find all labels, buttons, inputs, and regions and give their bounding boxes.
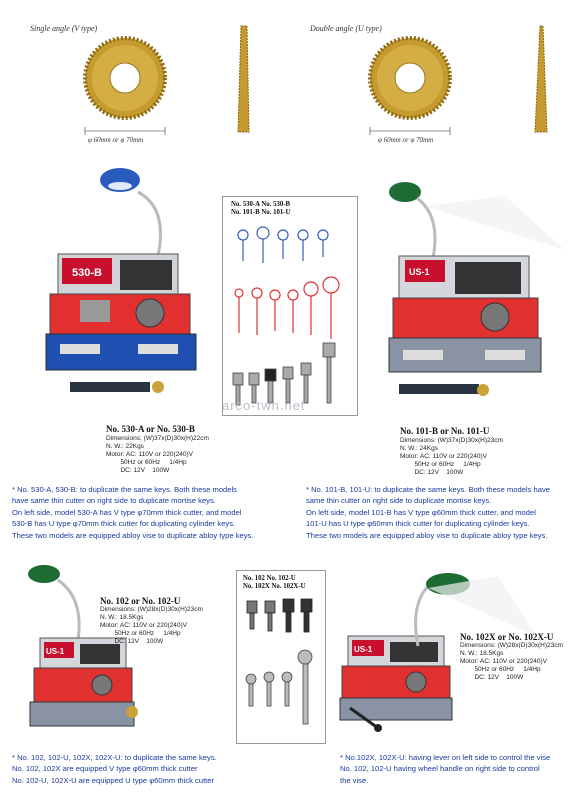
model-102-title: No. 102 or No. 102-U	[100, 596, 181, 606]
watermark: arco-twn.net	[222, 398, 306, 413]
model-102x-desc-line: the vise.	[340, 775, 369, 785]
model-102-desc-line: No. 102, 102X are equipped V type φ60mm …	[12, 764, 198, 774]
model-102x-title: No. 102X or No. 102X-U	[460, 632, 554, 642]
machine-530-label: 530-B	[72, 267, 102, 279]
cutter-v-image	[83, 36, 167, 135]
key-panel-530: No. 530-A No. 530-B No. 101-B No. 101-U	[222, 196, 358, 416]
cutter-v-caption: Single angle (V type)	[30, 24, 98, 33]
machine-101-image: US-1	[388, 182, 565, 396]
model-530-desc-line: These two models are equipped abloy vise…	[12, 530, 254, 540]
cutter-u-caption: Double angle (U type)	[310, 24, 382, 33]
machine-102x-label: US-1	[354, 645, 373, 654]
model-101-description: * No. 101-B, 101-U: to duplicate the sam…	[306, 484, 576, 541]
model-101-specs: Dimensions: (W)37x(D)30x(H)23cm N. W.: 2…	[400, 437, 503, 476]
key-panel-530-heading-2: No. 101-B No. 101-U	[231, 209, 291, 216]
model-101-desc-line: same thin cutter on right side to duplic…	[306, 496, 492, 506]
model-102-desc-line: * No. 102, 102-U, 102X, 102X-U: to dupli…	[12, 753, 217, 762]
model-102-description: * No. 102, 102-U, 102X, 102X-U: to dupli…	[12, 752, 282, 786]
machine-102-label: US-1	[46, 647, 65, 656]
machine-102x-image: US-1	[339, 635, 453, 732]
cutter-u-side-image	[534, 25, 548, 133]
model-101-desc-line: On left side, model 101-B has V type φ60…	[306, 507, 536, 517]
key-silhouettes-102	[245, 598, 313, 725]
model-102x-desc-line: * No.102X, 102X-U: having lever on left …	[340, 753, 551, 762]
cutter-u-dimension: φ 60mm or φ 70mm	[378, 136, 434, 144]
model-102x-desc-line: No. 102, 102-U having wheel handle on ri…	[340, 764, 540, 774]
model-530-description: * No. 530-A, 530-B: to duplicate the sam…	[12, 484, 292, 541]
model-530-desc-line: On left side, model 530-A has V type φ70…	[12, 507, 242, 517]
machine-530-image: 530-B	[45, 168, 197, 393]
key-panel-102-heading-1: No. 102 No. 102-U	[243, 575, 296, 582]
model-530-desc-line: 530-B has U type φ70mm thick cutter for …	[12, 519, 236, 529]
cutter-v-dimension: φ 60mm or φ 70mm	[88, 136, 144, 144]
model-530-title: No. 530-A or No. 530-B	[106, 424, 195, 434]
model-101-desc-line: 101-U has U type φ60mm thick cutter for …	[306, 519, 530, 529]
machine-102x-lamp-image	[414, 573, 536, 647]
model-101-title: No. 101-B or No. 101-U	[400, 426, 490, 436]
model-102-specs: Dimensions: (W)28x(D)30x(H)23cm N. W.: 1…	[100, 606, 203, 645]
key-panel-530-heading-1: No. 530-A No. 530-B	[231, 201, 291, 208]
key-silhouettes-530	[232, 226, 340, 406]
model-530-desc-line: * No. 530-A, 530-B: to duplicate the sam…	[12, 485, 237, 494]
key-panel-102: No. 102 No. 102-U No. 102X No. 102X-U	[236, 570, 326, 744]
model-101-desc-line: * No. 101-B, 101-U: to duplicate the sam…	[306, 485, 550, 494]
model-530-desc-line: have same thin cutter on right side to d…	[12, 496, 216, 506]
model-102x-description: * No.102X, 102X-U: having lever on left …	[340, 752, 576, 786]
key-panel-102-heading-2: No. 102X No. 102X-U	[243, 583, 306, 590]
model-102x-specs: Dimensions: (W)28x(D)30x(H)23cm N. W.: 1…	[460, 642, 563, 681]
model-102-desc-line: No. 102-U, 102X-U are equipped U type φ6…	[12, 775, 215, 785]
model-530-specs: Dimensions: (W)37x(D)30x(H)22cm N. W.: 2…	[106, 435, 209, 474]
cutter-u-image	[368, 36, 452, 135]
machine-102-image: US-1	[28, 565, 138, 727]
machine-101-label: US-1	[409, 267, 430, 277]
model-101-desc-line: These two models are equipped abloy vise…	[306, 530, 548, 540]
cutter-v-side-image	[237, 25, 250, 133]
